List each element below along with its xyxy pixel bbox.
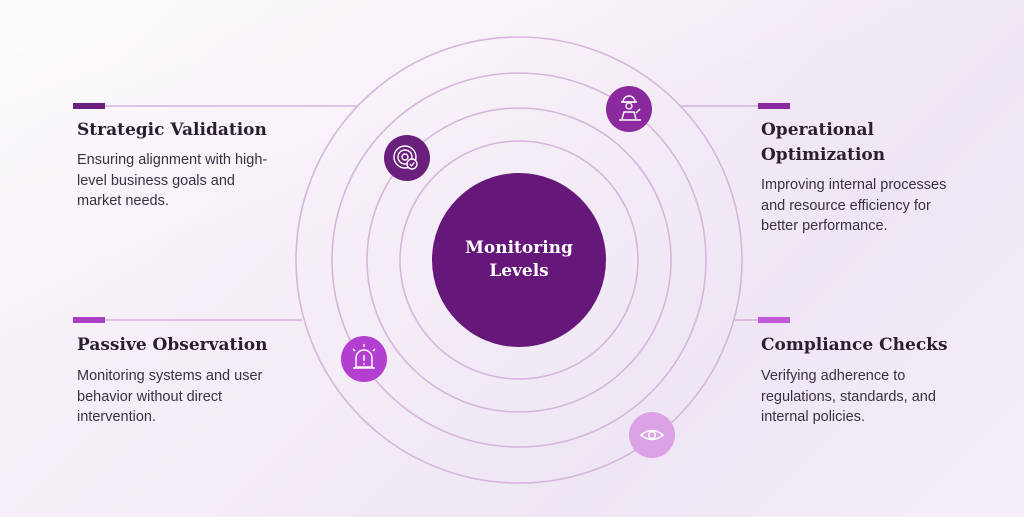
target-check-icon: [384, 135, 430, 181]
ring-inner: [399, 140, 639, 380]
passive-desc-line-1: Monitoring systems and user: [77, 368, 263, 384]
compliance-desc-line-3: internal policies.: [761, 409, 865, 425]
operational-desc-line-2: and resource efficiency for: [761, 197, 931, 214]
strategic-validation-description: Ensuring alignment with high- level busi…: [77, 150, 282, 212]
alarm-icon: [341, 336, 387, 382]
compliance-desc-line-1: Verifying adherence to: [761, 368, 906, 384]
operational-optimization-accent: [758, 103, 790, 109]
operational-desc-line-3: better performance.: [761, 218, 888, 234]
operational-title-line-1: Operational: [761, 120, 874, 140]
strategic-desc-line-3: market needs.: [77, 193, 169, 209]
operational-title-line-2: Optimization: [761, 145, 886, 165]
compliance-checks-description: Verifying adherence to regulations, stan…: [761, 366, 966, 428]
passive-desc-line-2: behavior without direct: [77, 388, 223, 405]
strategic-desc-line-1: Ensuring alignment with high-: [77, 152, 268, 168]
center-circle: [432, 173, 606, 347]
center-label-line-1: Monitoring: [465, 238, 573, 258]
passive-observation-description: Monitoring systems and user behavior wit…: [77, 366, 282, 428]
compliance-checks-accent: [758, 317, 790, 323]
passive-desc-line-3: intervention.: [77, 409, 156, 425]
ring-2: [366, 107, 672, 413]
operational-optimization-description: Improving internal processes and resourc…: [761, 175, 966, 237]
strategic-validation-accent: [73, 103, 105, 109]
ring-3: [331, 72, 707, 448]
worker-icon: [606, 86, 652, 132]
operational-optimization-title: Operational Optimization: [761, 118, 885, 168]
compliance-desc-line-2: regulations, standards, and: [761, 388, 936, 405]
ring-outer: [295, 36, 743, 484]
eye-icon: [629, 412, 675, 458]
strategic-desc-line-2: level business goals and: [77, 172, 235, 189]
passive-observation-accent: [73, 317, 105, 323]
passive-observation-title: Passive Observation: [77, 335, 268, 355]
operational-desc-line-1: Improving internal processes: [761, 177, 947, 193]
strategic-validation-title: Strategic Validation: [77, 120, 267, 140]
center-label: Monitoring Levels: [432, 173, 606, 347]
center-label-line-2: Levels: [489, 261, 549, 281]
compliance-checks-title: Compliance Checks: [761, 335, 948, 355]
